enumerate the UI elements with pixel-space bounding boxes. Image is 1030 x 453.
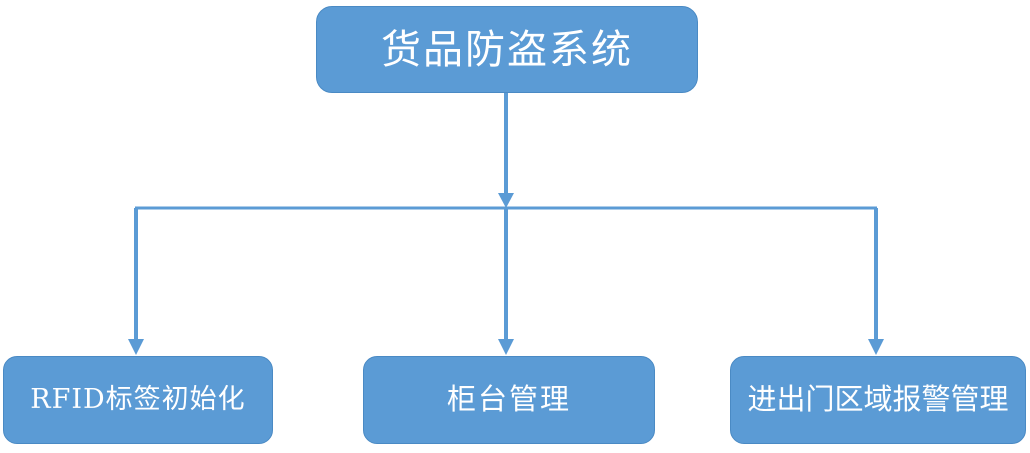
connector-bus-to-leaf-1: [128, 208, 144, 355]
node-counter-management[interactable]: 柜台管理: [363, 356, 655, 444]
connector-bus-to-leaf-3: [868, 208, 884, 355]
connector-bus-to-leaf-2: [498, 208, 514, 355]
connector-root-to-bus: [498, 93, 514, 208]
node-leaf-label: 柜台管理: [446, 382, 571, 417]
node-leaf-label: 进出门区域报警管理: [747, 382, 1009, 417]
node-root[interactable]: 货品防盗系统: [316, 6, 698, 93]
node-leaf-label: RFID标签初始化: [30, 384, 246, 416]
node-gate-area-alarm-management[interactable]: 进出门区域报警管理: [730, 356, 1026, 444]
node-root-label: 货品防盗系统: [381, 26, 633, 73]
node-rfid-tag-initialization[interactable]: RFID标签初始化: [3, 356, 273, 444]
